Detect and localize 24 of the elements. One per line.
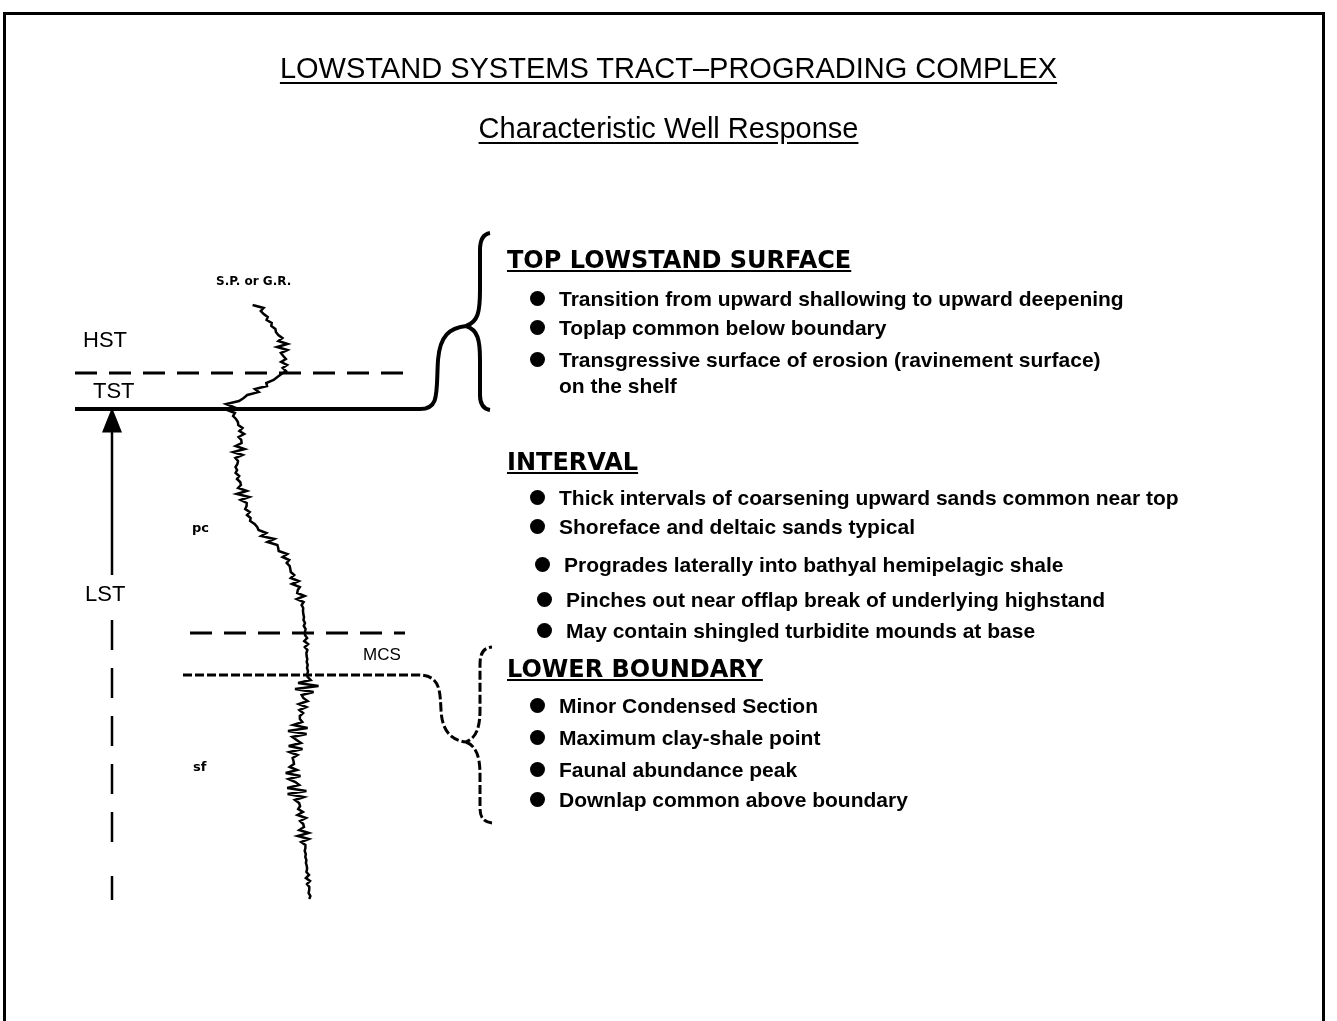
log-label: pc [192,520,209,536]
bullet-text: Downlap common above boundary [559,787,908,813]
log-label: sf [193,759,207,775]
bullet-text: Toplap common below boundary [559,315,887,341]
bullet-text: Maximum clay-shale point [559,725,821,751]
section-heading: INTERVAL [507,448,639,477]
log-label: S.P. or G.R. [216,274,292,289]
title: LOWSTAND SYSTEMS TRACT–PROGRADING COMPLEX [279,52,1058,84]
tract-label: MCS [363,645,401,666]
section-heading: LOWER BOUNDARY [507,655,763,684]
bullet-text: Shoreface and deltaic sands typical [559,514,915,540]
bullet-text: Transition from upward shallowing to upward deepening [559,286,1124,312]
bullet-text: Faunal abundance peak [559,757,798,783]
bullet-text: Thick intervals of coarsening upward sands common near top [559,485,1179,511]
bullet-text: Pinches out near offlap break of underlying highstand [566,587,1106,613]
bullet-text: Minor Condensed Section [559,693,818,719]
section-heading: TOP LOWSTAND SURFACE [507,246,852,275]
bullet-text: May contain shingled turbidite mounds at base [566,618,1036,644]
bullet-text: Progrades laterally into bathyal hemipelagic shale [564,552,1064,578]
bullet-text: Transgressive surface of erosion (ravinement surface) on the shelf [559,347,1102,400]
tract-label: LST [85,581,126,608]
tract-label: TST [93,378,135,405]
subtitle: Characteristic Well Response [478,112,859,144]
tract-label: HST [83,327,127,354]
